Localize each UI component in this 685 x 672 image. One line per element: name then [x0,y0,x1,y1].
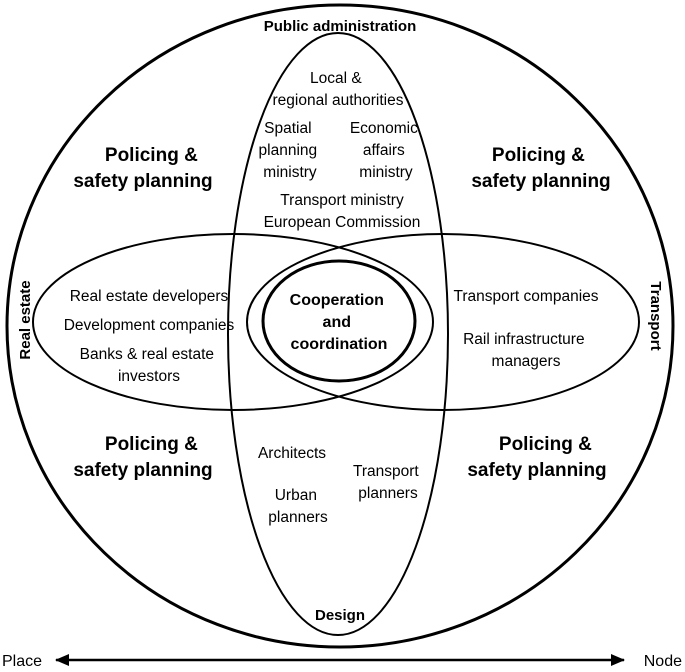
top-label: Public administration [264,18,417,35]
policing-top-right-line1: Policing & [492,145,585,166]
transport-planners: Transport planners [353,463,423,502]
outer-circle [5,3,675,649]
real-estate-ellipse [32,233,434,411]
banks-investors: Banks & real estate investors [80,346,219,385]
policing-bottom-right-line1: Policing & [499,434,592,455]
policing-bottom-right: Policing & safety planning [467,434,606,481]
policing-top-left: Policing & safety planning [73,145,212,192]
center-ellipse [261,259,417,383]
transport-ministry: Transport ministry [280,192,404,209]
spatial-line2: planning [259,142,318,159]
policing-top-left-line2: safety planning [73,171,212,192]
economic-line3: ministry [359,164,413,181]
center-line1: Cooperation [290,292,384,309]
economic-affairs-ministry: Economic affairs ministry [350,120,422,181]
urban-planners: Urban planners [268,487,328,526]
banks-line1: Banks & real estate [80,346,214,363]
center-line3: coordination [291,336,388,353]
axis-left-label: Place [2,653,42,670]
european-commission: European Commission [264,214,421,231]
spatial-line3: ministry [263,164,317,181]
real-estate-developers: Real estate developers [70,288,229,305]
policing-bottom-left-line2: safety planning [73,460,212,481]
transport-ellipse [246,233,640,411]
vertical-ellipse [227,32,449,636]
transport-planners-line2: planners [358,485,418,502]
local-regional-authorities: Local & regional authorities [273,70,404,109]
right-label: Transport [647,281,664,350]
policing-top-right-line2: safety planning [471,171,610,192]
policing-bottom-right-line2: safety planning [467,460,606,481]
policing-top-right: Policing & safety planning [471,145,610,192]
spatial-planning-ministry: Spatial planning ministry [259,120,322,181]
bottom-label: Design [315,607,365,624]
economic-line2: affairs [363,142,405,159]
urban-line1: Urban [275,487,317,504]
transport-companies: Transport companies [453,288,598,305]
spatial-line1: Spatial [264,120,311,137]
rail-infrastructure-managers: Rail infrastructure managers [463,331,589,370]
transport-planners-line1: Transport [353,463,419,480]
rail-line1: Rail infrastructure [463,331,584,348]
development-companies: Development companies [64,317,235,334]
cooperation-coordination: Cooperation and coordination [290,292,389,353]
rail-line2: managers [492,353,561,370]
banks-line2: investors [118,368,180,385]
local-line2: regional authorities [273,92,404,109]
architects: Architects [258,445,326,462]
urban-line2: planners [268,509,328,526]
economic-line1: Economic [350,120,418,137]
local-line1: Local & [310,70,362,87]
policing-bottom-left: Policing & safety planning [73,434,212,481]
center-line2: and [323,314,351,331]
policing-top-left-line1: Policing & [105,145,198,166]
axis-right-label: Node [644,653,682,670]
left-label: Real estate [17,280,34,359]
policing-bottom-left-line1: Policing & [105,434,198,455]
